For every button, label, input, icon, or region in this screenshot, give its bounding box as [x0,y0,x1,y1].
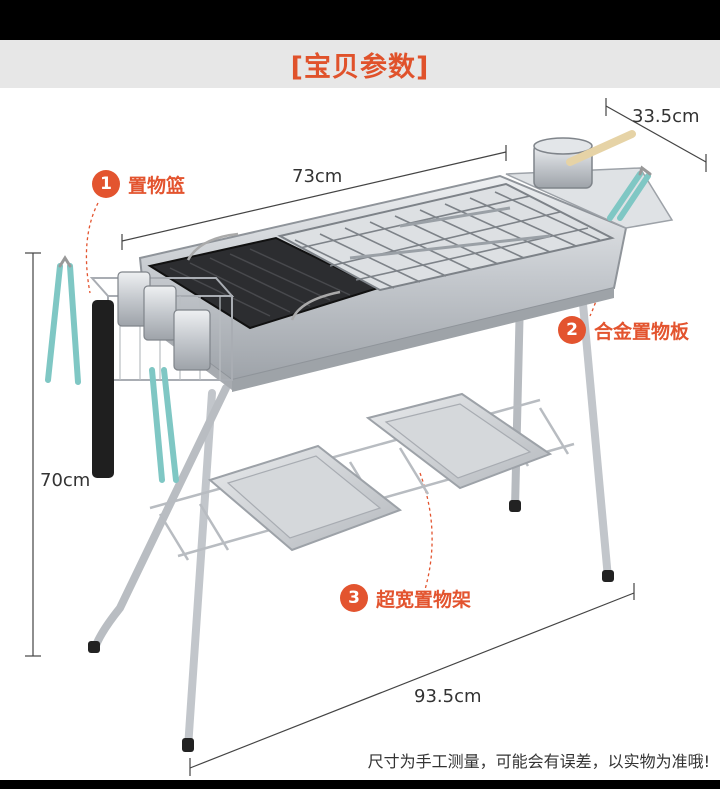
top-black-bar [0,0,720,40]
measurement-note: 尺寸为手工测量，可能会有误差，以实物为准哦! [367,752,710,771]
leg-feet [88,500,614,752]
dimension-label-height: 70cm [40,470,91,491]
skewers [349,206,551,260]
lower-tray-left [207,444,403,552]
callout-alloy-shelf: 2 合金置物板 [558,316,689,344]
cooking-pot [533,130,636,189]
dimension-line-top-width [121,145,507,250]
callout-label-1: 置物篮 [128,174,186,197]
callout-storage-basket: 1 置物篮 [92,170,185,198]
side-tongs [607,165,652,221]
section-header: [宝贝参数] [0,40,720,88]
bottom-black-bar [0,780,720,789]
callout-number-2: 2 [558,316,586,344]
dimension-label-depth: 33.5cm [632,106,700,127]
callout-label-3: 超宽置物架 [376,588,472,611]
dimension-line-depth [605,98,707,172]
callout-wide-rack: 3 超宽置物架 [340,584,471,612]
product-parameter-panel: 73cm 33.5cm 70cm 93.5cm 1 置物篮 2 合金置物板 3 … [0,88,720,780]
callout-number-1: 1 [92,170,120,198]
callout-number-3: 3 [340,584,368,612]
spice-shakers [117,271,211,371]
dimension-label-bottom-width: 93.5cm [414,686,482,707]
griddle-plate [147,232,381,330]
dimension-label-top-width: 73cm [292,166,343,187]
dimension-line-height [25,252,41,657]
hanging-tongs [45,255,179,483]
grill-illustration [25,98,707,776]
lower-tray-right [365,392,553,490]
dimension-line-bottom-width [189,583,635,776]
callout-label-2: 合金置物板 [594,320,690,343]
section-title: [宝贝参数] [290,51,430,83]
